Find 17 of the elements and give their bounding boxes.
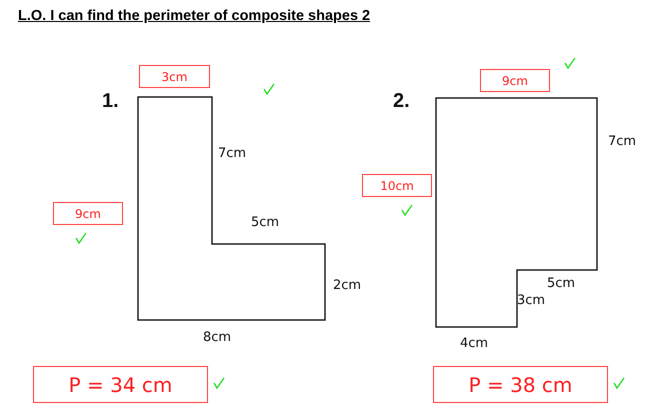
answer-box: P = 38 cm bbox=[433, 366, 608, 403]
dimension-label: 5cm bbox=[547, 276, 576, 291]
question-number: 1. bbox=[102, 90, 119, 113]
answer-label-box: 9cm bbox=[53, 202, 123, 225]
dimension-label: 7cm bbox=[608, 134, 636, 149]
answer-label-box: 3cm bbox=[139, 65, 210, 88]
dimension-label: 3cm bbox=[517, 293, 546, 308]
dimension-label: 7cm bbox=[218, 146, 246, 161]
dimension-label: 2cm bbox=[333, 278, 362, 293]
question-number: 2. bbox=[393, 90, 410, 113]
answer-label-box: 9cm bbox=[480, 69, 550, 92]
dimension-label: 4cm bbox=[460, 336, 488, 351]
answer-box: P = 34 cm bbox=[33, 366, 208, 403]
answer-label-box: 10cm bbox=[362, 174, 432, 197]
title: L.O. I can find the perimeter of composite shapes 2 bbox=[18, 8, 370, 24]
dimension-label: 8cm bbox=[203, 330, 232, 345]
dimension-label: 5cm bbox=[251, 215, 280, 230]
